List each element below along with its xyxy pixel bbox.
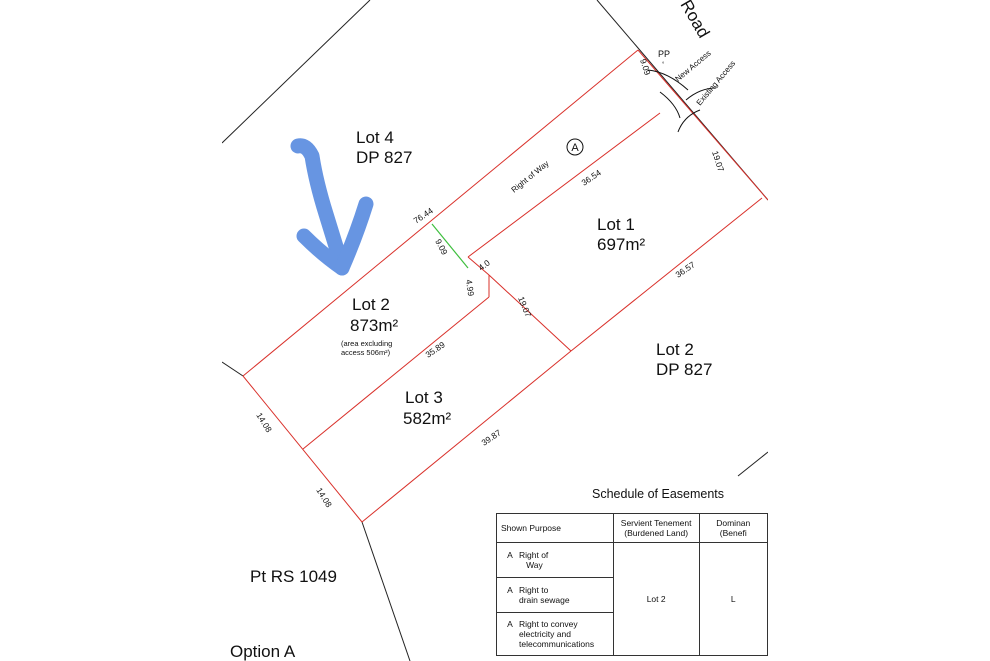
table-header-row: Shown Purpose Servient Tenement(Burdened… — [496, 513, 768, 543]
boundary-west — [242, 375, 363, 523]
hand-drawn-arrow-icon — [290, 138, 374, 276]
easements-table: Shown Purpose Servient Tenement(Burdened… — [496, 513, 768, 656]
dim-39-87: 39.87 — [480, 427, 503, 447]
dim-35-89: 35.89 — [424, 339, 447, 359]
lot3-name: Lot 3 — [405, 388, 443, 407]
schedule-of-easements: Schedule of Easements Shown Purpose Serv… — [496, 484, 768, 661]
existing-access-arc-2 — [677, 109, 701, 133]
boundary-lot1-south — [570, 197, 763, 352]
circled-a-icon — [566, 138, 584, 156]
lot3-area: 582m² — [403, 409, 452, 428]
dim-14-08-a: 14.08 — [254, 411, 274, 435]
dominant-cell: L — [698, 542, 768, 656]
boundary-lot2-south — [302, 296, 490, 450]
existing-boundary-west — [361, 521, 411, 661]
dim-19-07-mid: 19.07 — [516, 295, 533, 319]
schedule-title: Schedule of Easements — [592, 487, 725, 501]
new-access-label: New Access — [674, 49, 713, 84]
option-label: Option A — [230, 642, 296, 661]
header-shown-purpose: Shown Purpose — [496, 513, 614, 543]
existing-boundary-north — [222, 0, 371, 144]
new-access-arc-2 — [659, 91, 681, 119]
dim-4-0: 4.0 — [476, 257, 492, 272]
lot2-area: 873m² — [350, 316, 399, 335]
lot2-name: Lot 2 — [352, 295, 390, 314]
existing-access-arc-1 — [685, 87, 717, 101]
dim-19-07-right: 19.07 — [710, 150, 726, 174]
lot1-name: Lot 1 — [597, 215, 635, 234]
boundary-lot2-north — [242, 49, 639, 377]
dim-14-08-b: 14.08 — [314, 486, 334, 510]
boundary-road-frontage — [637, 49, 768, 201]
dim-9-09-mid: 9.09 — [433, 237, 450, 257]
boundary-row-jog — [467, 256, 490, 276]
pp-label: PP — [658, 49, 670, 59]
existing-access-label: Existing Access — [695, 59, 738, 107]
boundary-row-south — [467, 112, 661, 258]
boundary-lot1-west — [488, 274, 572, 352]
dim-9-09-top: 9.09 — [638, 58, 653, 77]
dim-36-57: 36.57 — [674, 259, 697, 279]
road-label: Road — [677, 0, 714, 41]
dim-76-44: 76.44 — [412, 205, 435, 225]
header-servient: Servient Tenement(Burdened Land) — [612, 513, 700, 543]
dim-4-99: 4.99 — [464, 279, 476, 297]
servient-cell: Lot 2 — [612, 542, 700, 656]
pp-mark: ° — [662, 62, 665, 68]
lot1-area: 697m² — [597, 235, 646, 254]
boundary-lot3-south — [361, 350, 572, 523]
lot2-dp-name: Lot 2 — [656, 340, 694, 359]
existing-boundary-east — [737, 451, 768, 477]
existing-boundary-sw — [222, 361, 244, 377]
header-dominant: Dominan(Benefi — [698, 513, 768, 543]
easement-marker-text: A — [571, 142, 579, 154]
lot2-note-line2: access 506m²) — [341, 348, 391, 357]
lot2-dp-number: DP 827 — [656, 360, 712, 379]
new-access-arc-1 — [647, 69, 689, 91]
row-width-link — [431, 223, 469, 269]
right-of-way-label: Right of Way — [510, 159, 551, 195]
lot4-dp: DP 827 — [356, 148, 412, 167]
pt-rs-label: Pt RS 1049 — [250, 567, 337, 586]
lot4-name: Lot 4 — [356, 128, 394, 147]
lot2-note-line1: (area excluding — [341, 339, 392, 348]
